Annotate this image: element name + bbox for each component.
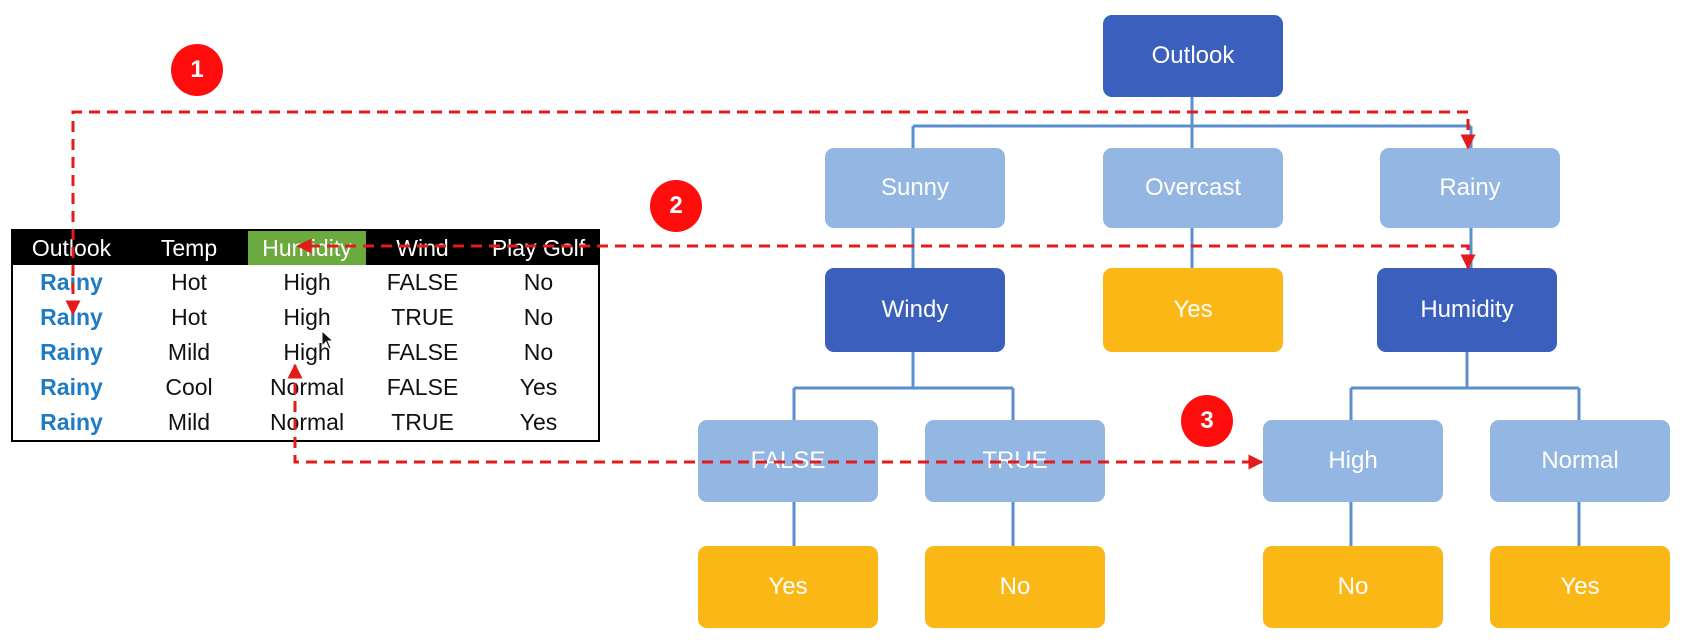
leaf-true-no: No: [925, 546, 1105, 628]
header-play-golf: Play Golf: [479, 230, 599, 265]
rainy-subset-table: Outlook Temp Humidity Wind Play Golf Rai…: [11, 229, 600, 442]
table-cell: Rainy: [40, 269, 103, 295]
table-cell: FALSE: [386, 374, 459, 400]
table-cell: High: [283, 304, 331, 330]
connector-outlook: [911, 97, 1473, 148]
table-cell: Yes: [519, 374, 558, 400]
node-windy: Windy: [825, 268, 1005, 352]
table-cell: Mild: [167, 339, 211, 365]
node-normal: Normal: [1490, 420, 1670, 502]
table-cell: FALSE: [386, 339, 459, 365]
table-cell: High: [283, 339, 331, 365]
table-cell: High: [283, 269, 331, 295]
node-high: High: [1263, 420, 1443, 502]
table-cell: Hot: [171, 269, 207, 295]
table-cell: TRUE: [391, 409, 454, 435]
node-false: FALSE: [698, 420, 878, 502]
table-cell: Yes: [519, 409, 558, 435]
node-sunny: Sunny: [825, 148, 1005, 228]
leaf-high-no: No: [1263, 546, 1443, 628]
table-cell: Rainy: [40, 339, 103, 365]
table-row: Rainy Hot High FALSE No: [12, 265, 599, 300]
table-row: Rainy Cool Normal FALSE Yes: [12, 370, 599, 405]
table-cell: No: [523, 304, 554, 330]
table-row: Rainy Hot High TRUE No: [12, 300, 599, 335]
step-badge-1: 1: [171, 44, 223, 96]
leaf-false-yes: Yes: [698, 546, 878, 628]
mouse-cursor-icon: [321, 330, 335, 350]
table-cell: Rainy: [40, 304, 103, 330]
leaf-normal-yes: Yes: [1490, 546, 1670, 628]
connector-humidity: [1349, 352, 1581, 420]
table-cell: TRUE: [391, 304, 454, 330]
header-outlook: Outlook: [12, 230, 130, 265]
node-overcast: Overcast: [1103, 148, 1283, 228]
table-row: Rainy Mild Normal TRUE Yes: [12, 405, 599, 441]
table-cell: Hot: [171, 304, 207, 330]
table-cell: Rainy: [40, 374, 103, 400]
table-cell: No: [523, 339, 554, 365]
table-cell: FALSE: [386, 269, 459, 295]
table-row: Rainy Mild High FALSE No: [12, 335, 599, 370]
table-cell: No: [523, 269, 554, 295]
node-humidity: Humidity: [1377, 268, 1557, 352]
table-cell: Cool: [165, 374, 213, 400]
table-cell: Mild: [167, 409, 211, 435]
table-cell: Normal: [269, 409, 345, 435]
header-humidity: Humidity: [248, 230, 366, 265]
leaf-overcast-yes: Yes: [1103, 268, 1283, 352]
table-header-row: Outlook Temp Humidity Wind Play Golf: [12, 230, 599, 265]
step-badge-2: 2: [650, 180, 702, 232]
table-cell: Normal: [269, 374, 345, 400]
header-wind: Wind: [366, 230, 479, 265]
connector-windy: [792, 352, 1015, 420]
header-temp: Temp: [130, 230, 248, 265]
node-rainy: Rainy: [1380, 148, 1560, 228]
step-badge-3: 3: [1181, 395, 1233, 447]
node-true: TRUE: [925, 420, 1105, 502]
table-cell: Rainy: [40, 409, 103, 435]
node-outlook: Outlook: [1103, 15, 1283, 97]
